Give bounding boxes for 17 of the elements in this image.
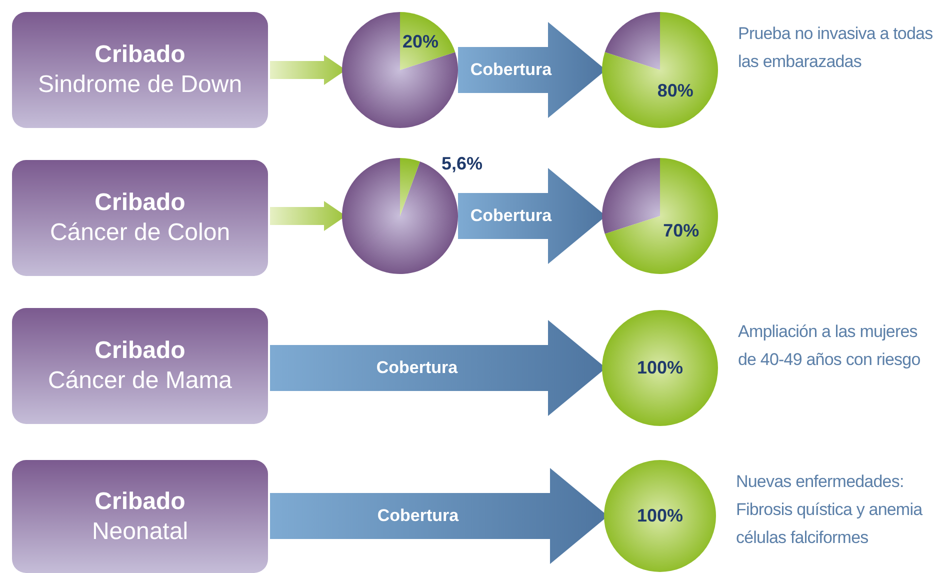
edge-label: Cobertura [377,506,459,526]
percent-label: 100% [636,506,684,526]
note-text: Nuevas enfermedades: Fibrosis quística y anemia células falciformes [736,471,924,549]
percent-label: 5,6% [441,154,483,174]
percent-label: 80% [657,80,694,102]
percent-label: 70% [663,220,700,242]
note-text: Ampliación a las mujeres de 40-49 años con riesgo [738,321,922,371]
percent-label: 100% [636,358,684,378]
edge-label: Cobertura [470,206,552,226]
screening-box: Cribado Cáncer de Mama [12,308,268,424]
percent-label: 20% [402,31,438,52]
screening-box: Cribado Sindrome de Down [12,12,268,128]
screening-box: Cribado Neonatal [12,460,268,573]
screening-box: Cribado Cáncer de Colon [12,160,268,276]
edge-label: Cobertura [470,60,552,80]
note-text: Prueba no invasiva a todas las embarazadas [738,23,934,73]
edge-label: Cobertura [376,358,458,378]
